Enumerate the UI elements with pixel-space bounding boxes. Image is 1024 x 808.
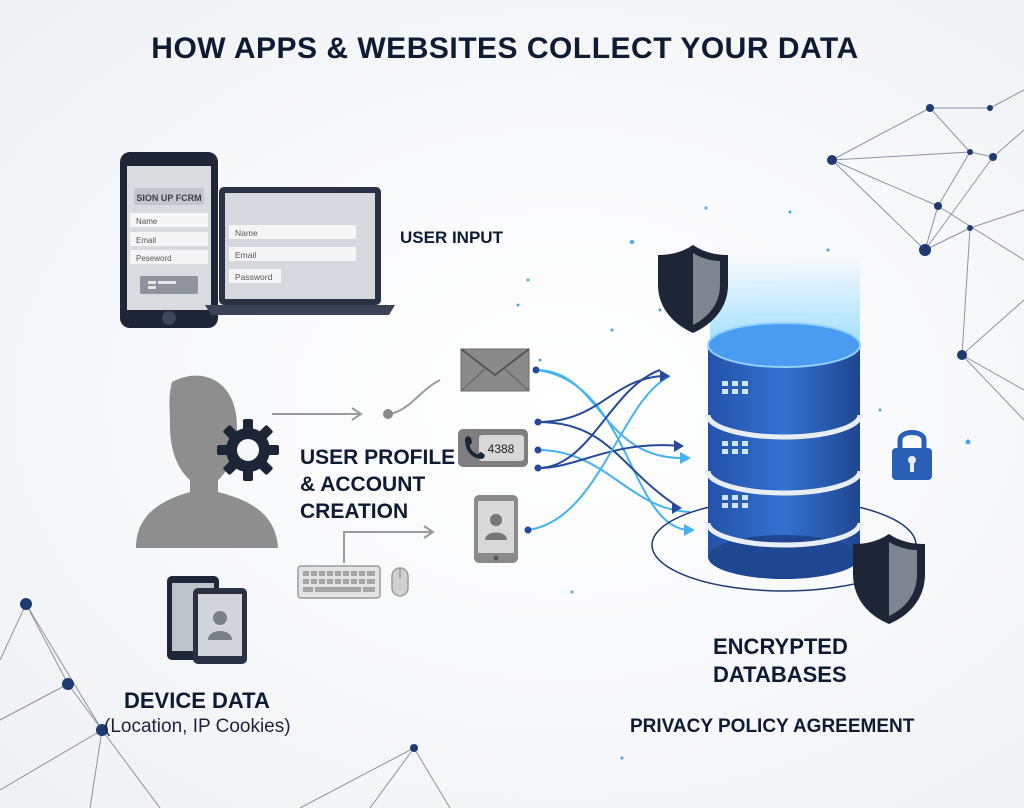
phone-email-field[interactable]: Email — [136, 236, 156, 245]
phone-number-badge: 4388 — [458, 429, 528, 467]
profile-label-line3: CREATION — [300, 500, 409, 523]
profile-label-line2: & ACCOUNT — [300, 473, 426, 496]
database-label-line2: DATABASES — [713, 662, 847, 687]
gray-flow-arrows — [272, 379, 441, 563]
device-data-sublabel: (Location, IP Cookies) — [104, 716, 291, 737]
mobile-avatar-icon — [474, 495, 518, 563]
user-input-label: USER INPUT — [400, 228, 503, 247]
phone-submit-button[interactable] — [140, 276, 198, 294]
shield-icon — [658, 245, 728, 333]
phone-password-field[interactable]: Peseword — [136, 254, 172, 263]
database-label-line1: ENCRYPTED — [713, 634, 848, 659]
user-profile-icon — [136, 375, 278, 548]
device-data-label: DEVICE DATA — [124, 688, 270, 713]
device-tablets-icon — [167, 576, 247, 664]
phone-name-field[interactable]: Name — [136, 217, 158, 226]
laptop-email-field[interactable]: Email — [235, 250, 256, 260]
phone-badge-number: 4388 — [488, 442, 515, 456]
shield-icon-bottom — [853, 534, 925, 624]
laptop-password-field[interactable]: Password — [235, 272, 273, 282]
privacy-policy-label: PRIVACY POLICY AGREEMENT — [630, 716, 915, 737]
padlock-icon — [892, 430, 932, 480]
laptop-form: Name Email Password — [205, 187, 395, 315]
envelope-icon — [460, 348, 530, 392]
data-flow-lines — [524, 366, 695, 536]
phone-signup-form: SION UP FCRM Name Email Peseword — [120, 152, 218, 328]
gear-icon — [217, 419, 279, 481]
profile-label-line1: USER PROFILE — [300, 446, 456, 469]
encrypted-database-icon — [651, 255, 917, 592]
laptop-name-field[interactable]: Name — [235, 228, 258, 238]
keyboard-mouse-icon — [297, 565, 409, 599]
page-title: HOW APPS & WEBSITES COLLECT YOUR DATA — [151, 32, 859, 65]
signup-form-heading: SION UP FCRM — [136, 193, 201, 203]
